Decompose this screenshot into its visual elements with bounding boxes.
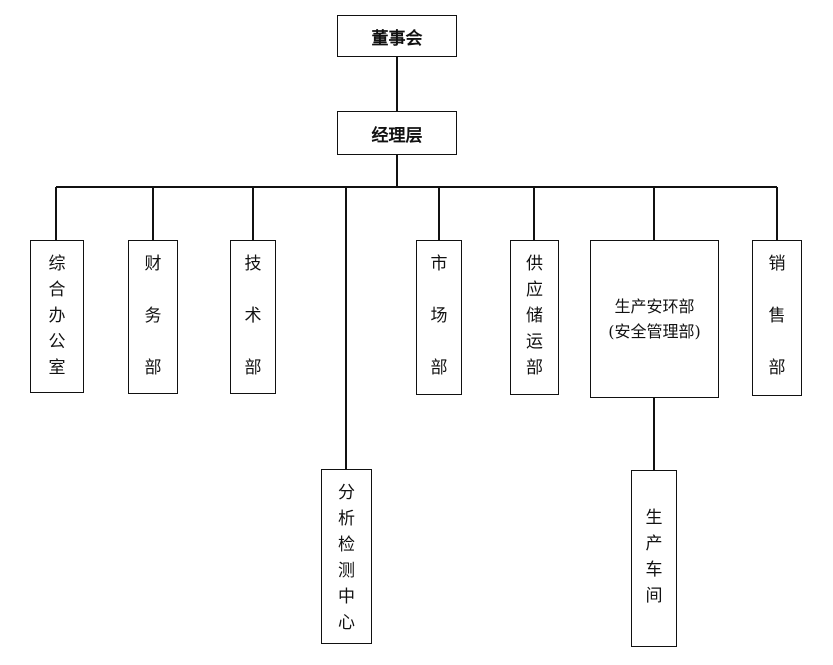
label-char: 车 (645, 560, 663, 580)
label-char: 术 (244, 306, 262, 326)
label-char: 售 (768, 306, 786, 326)
safety-label-line1: 生产安环部 (614, 297, 695, 316)
label-char: 心 (338, 613, 355, 633)
label-char: 部 (768, 358, 786, 378)
label-char: 测 (338, 561, 355, 581)
label-char: 部 (144, 358, 162, 378)
analysis-label: 分析检测中心 (338, 480, 355, 636)
tech-label: 技术部 (245, 251, 262, 381)
tech-box: 技术部 (230, 240, 276, 394)
label-char: 合 (48, 280, 66, 300)
label-char: 中 (338, 587, 355, 607)
manager-box: 经理层 (337, 111, 457, 155)
label-char: 务 (144, 306, 162, 326)
finance-box: 财务部 (128, 240, 178, 394)
market-box: 市场部 (416, 240, 462, 395)
market-label: 市场部 (431, 251, 448, 381)
label-char: 市 (430, 254, 448, 274)
label-char: 部 (244, 358, 262, 378)
general-office-box: 综合办公室 (30, 240, 84, 393)
label-char: 产 (645, 534, 663, 554)
label-char: 技 (244, 254, 262, 274)
label-char: 析 (338, 509, 355, 529)
safety-box: 生产安环部 (安全管理部) (590, 240, 719, 398)
label-char: 部 (430, 358, 448, 378)
label-char: 办 (48, 306, 66, 326)
label-char: 应 (526, 280, 543, 300)
workshop-box: 生产车间 (631, 470, 677, 647)
label-char: 综 (48, 254, 66, 274)
label-char: 部 (526, 358, 543, 378)
label-char: 财 (144, 254, 162, 274)
manager-label: 经理层 (371, 125, 423, 146)
general-office-label: 综合办公室 (49, 251, 66, 381)
label-char: 间 (645, 586, 663, 606)
analysis-box: 分析检测中心 (321, 469, 372, 644)
board-box: 董事会 (337, 15, 457, 57)
label-char: 检 (338, 535, 355, 555)
label-char: 运 (526, 332, 543, 352)
sales-label: 销售部 (769, 251, 786, 381)
label-char: 分 (338, 483, 355, 503)
label-char: 室 (48, 358, 66, 378)
sales-box: 销售部 (752, 240, 802, 396)
finance-label: 财务部 (145, 251, 162, 381)
label-char: 供 (526, 254, 543, 274)
label-char: 公 (48, 332, 66, 352)
supply-label: 供应储运部 (526, 251, 543, 381)
supply-box: 供应储运部 (510, 240, 559, 395)
board-label: 董事会 (371, 28, 423, 49)
label-char: 场 (430, 306, 448, 326)
label-char: 销 (768, 254, 786, 274)
workshop-label: 生产车间 (646, 505, 663, 609)
safety-label-line2: (安全管理部) (608, 322, 701, 341)
label-char: 储 (526, 306, 543, 326)
label-char: 生 (645, 508, 663, 528)
